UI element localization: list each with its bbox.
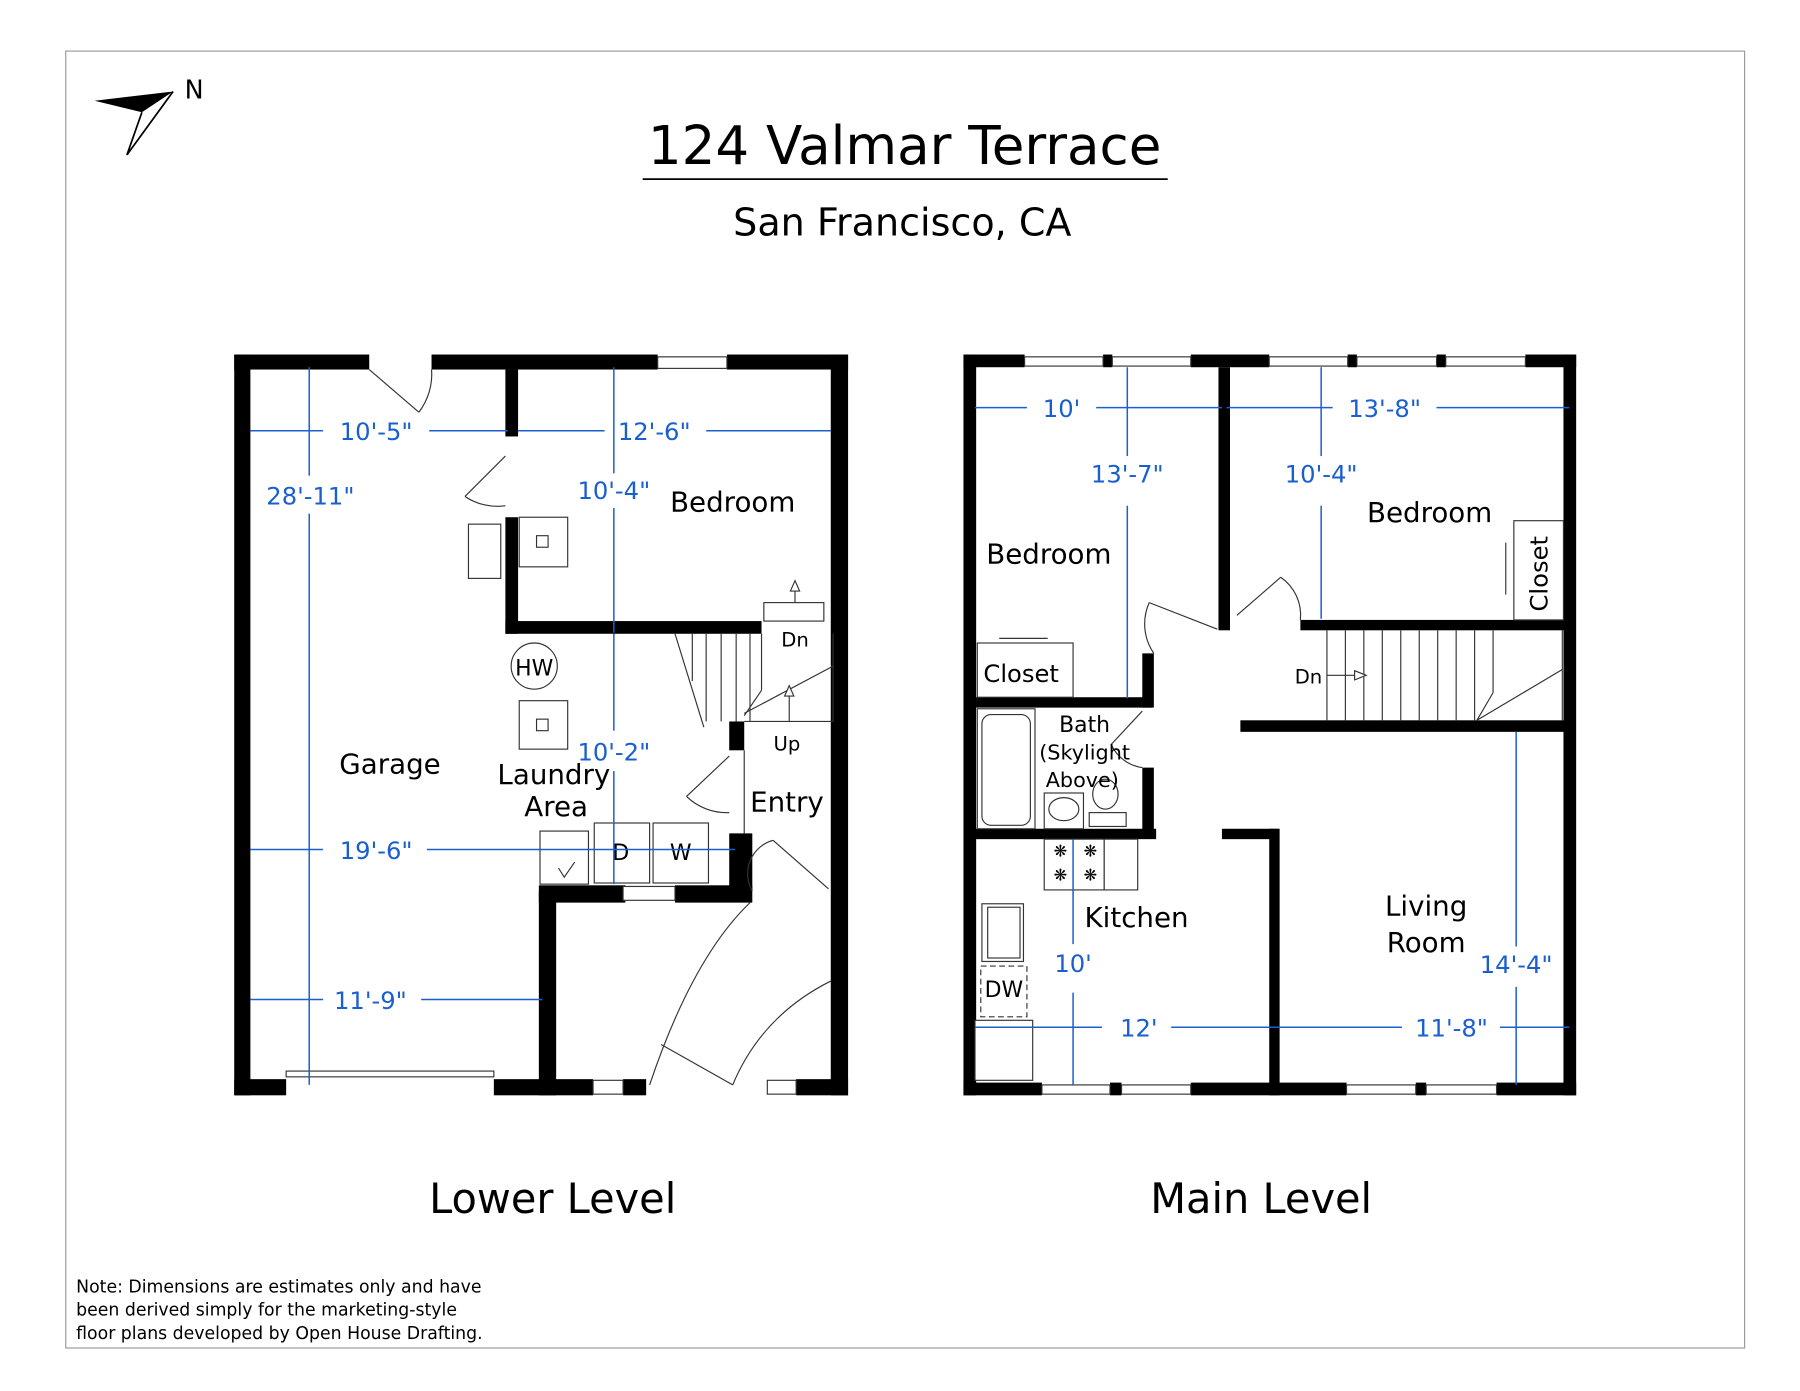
dim-kitchen-width: 12': [1120, 1014, 1157, 1042]
dim-bedroom-width: 12'-6": [618, 418, 691, 446]
dim-overall-width: 19'-6": [340, 837, 413, 865]
room-bath-line1: Bath: [1059, 713, 1110, 738]
stairs-dn-label: Dn: [781, 628, 809, 651]
room-bedroom-right: Bedroom: [1367, 496, 1492, 529]
doors: [1110, 576, 1302, 769]
dw-label: DW: [985, 978, 1024, 1003]
lower-level-plan: HW D W Dn Up 10'-5" 12'-6" 28'-11" 10'-4…: [234, 354, 849, 1096]
room-laundry-line1: Laundry: [497, 758, 610, 791]
dim-living-width: 11'-8": [1415, 1014, 1488, 1042]
fixtures: ❋ ❋ ❋ ❋: [974, 520, 1565, 1081]
room-entry: Entry: [750, 785, 824, 818]
page-title: 124 Valmar Terrace: [648, 115, 1162, 177]
main-level-label: Main Level: [1150, 1174, 1372, 1223]
dryer-label: D: [612, 841, 629, 866]
room-closet-left: Closet: [983, 660, 1058, 688]
room-laundry-line2: Area: [524, 790, 588, 823]
dim-garage-width-bottom: 11'-9": [334, 987, 407, 1015]
windows: [285, 356, 797, 1095]
stairs-dn-label: Dn: [1295, 665, 1323, 688]
dim-kitchen-depth: 10': [1054, 950, 1091, 978]
walls: [963, 354, 1577, 1096]
room-bath-line3: Above): [1046, 768, 1119, 792]
doors: [368, 369, 832, 1086]
lower-level-label: Lower Level: [429, 1174, 676, 1223]
north-arrow-icon: [94, 90, 174, 156]
fixtures: [467, 516, 710, 885]
dimension-lines: [250, 367, 831, 1085]
dim-bedroom-right-width: 13'-8": [1348, 395, 1421, 423]
hw-label: HW: [515, 656, 553, 681]
walls: [234, 354, 849, 1096]
room-living-line1: Living: [1385, 889, 1467, 922]
north-label: N: [185, 74, 204, 104]
room-bath-line2: (Skylight: [1039, 741, 1130, 765]
dim-bedroom-left-depth: 13'-7": [1091, 461, 1164, 489]
svg-text:❋: ❋: [1084, 841, 1098, 860]
disclaimer-line-1: Note: Dimensions are estimates only and …: [76, 1278, 481, 1298]
room-garage: Garage: [339, 747, 440, 780]
dim-living-depth: 14'-4": [1480, 951, 1553, 979]
stairs: [1326, 630, 1563, 721]
dim-bedroom-right-depth: 10'-4": [1285, 461, 1358, 489]
svg-text:❋: ❋: [1054, 866, 1068, 885]
dim-bedroom-depth: 10'-4": [577, 477, 650, 505]
room-bedroom: Bedroom: [670, 485, 795, 518]
dim-bedroom-left-width: 10': [1043, 395, 1080, 423]
main-level-plan: ❋ ❋ ❋ ❋ DW Dn 10' 13'-8" 13'-7" 10'-4" 10'…: [963, 354, 1577, 1096]
disclaimer-line-2: been derived simply for the marketing-st…: [76, 1301, 457, 1321]
svg-text:❋: ❋: [1054, 841, 1068, 860]
dim-garage-width-top: 10'-5": [340, 418, 413, 446]
room-closet-right: Closet: [1525, 536, 1553, 611]
stairs: [674, 579, 834, 834]
dim-laundry-depth: 10'-2": [577, 739, 650, 767]
room-kitchen: Kitchen: [1085, 901, 1189, 934]
svg-text:❋: ❋: [1084, 866, 1098, 885]
page-subtitle: San Francisco, CA: [733, 201, 1071, 245]
dim-garage-length: 28'-11": [266, 483, 354, 511]
room-bedroom-left: Bedroom: [986, 537, 1111, 570]
dimension-lines: [974, 367, 1570, 1085]
room-living-line2: Room: [1387, 926, 1466, 959]
windows: [1024, 356, 1526, 1095]
stairs-up-label: Up: [774, 732, 801, 755]
washer-label: W: [670, 841, 692, 866]
page-border: [65, 50, 1746, 1349]
disclaimer-line-3: floor plans developed by Open House Draf…: [76, 1324, 482, 1344]
